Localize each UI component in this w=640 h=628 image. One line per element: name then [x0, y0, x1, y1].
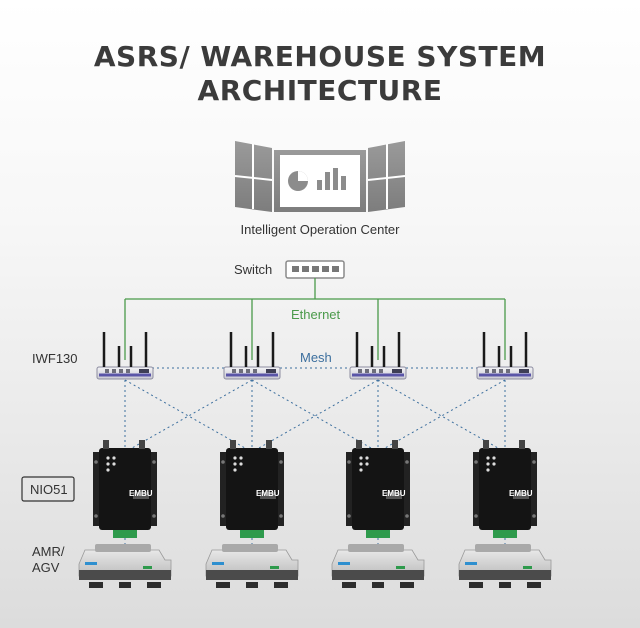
- iot-gateway: EMBU: [93, 440, 157, 538]
- mesh-label: Mesh: [300, 350, 332, 365]
- page-title-line-1: ASRS/ WAREHOUSE SYSTEM: [93, 40, 547, 73]
- agv-robot-icon: [458, 543, 552, 589]
- ethernet-label: Ethernet: [291, 307, 341, 322]
- nio51-label-box: [21, 476, 75, 502]
- gateway-brand-text: EMBU: [129, 489, 153, 498]
- operation-center-label: Intelligent Operation Center: [240, 222, 400, 237]
- vehicle-label: AMR/ AGV: [32, 544, 65, 575]
- gateway-model-label: NIO51: [30, 482, 68, 497]
- video-wall-icon: [234, 141, 406, 212]
- agv-robot-icon: [205, 543, 299, 589]
- network-switch-icon: [285, 260, 345, 279]
- ethernet-links: [124, 278, 506, 360]
- agv-robot-icon: [78, 543, 172, 589]
- gateway-brand-text: EMBU: [382, 489, 406, 498]
- switch-label: Switch: [234, 262, 273, 277]
- ap-model-label: IWF130: [32, 351, 78, 366]
- iot-gateway: EMBU: [220, 440, 284, 538]
- page-title-line-2: ARCHITECTURE: [197, 74, 443, 107]
- iot-gateway: EMBU: [346, 440, 410, 538]
- mesh-links: [124, 367, 506, 545]
- gateway-brand-text: EMBU: [509, 489, 533, 498]
- gateway-brand-text: EMBU: [256, 489, 280, 498]
- agv-robot-icon: [331, 543, 425, 589]
- iot-gateway: EMBU: [473, 440, 537, 538]
